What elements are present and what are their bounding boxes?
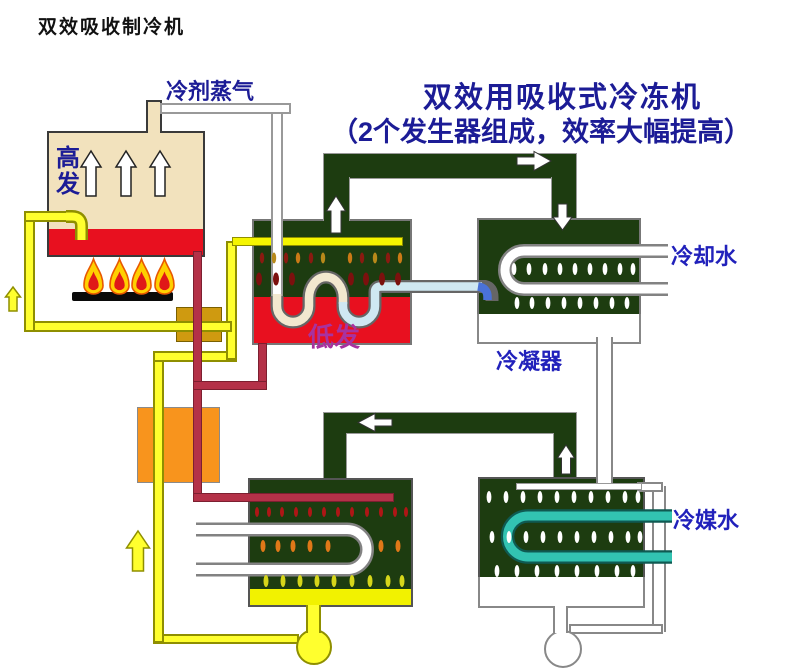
crimson-jog-pipe bbox=[193, 381, 267, 390]
flame-icon bbox=[154, 256, 175, 295]
crimson-main-downcomer bbox=[193, 251, 202, 500]
flame-icon bbox=[83, 256, 104, 295]
refrigerant-vapor-label: 冷剂蒸气 bbox=[166, 79, 255, 104]
absorber-solution-sump bbox=[250, 589, 411, 605]
flame-icon bbox=[109, 256, 130, 295]
cooling-water-label: 冷却水 bbox=[671, 244, 738, 269]
headline-line1: 双效用吸收式冷冻机 bbox=[422, 82, 702, 114]
evaporator-recirc-riser bbox=[652, 486, 666, 632]
headline-line2: （2个发生器组成，效率大幅提高） bbox=[330, 117, 751, 147]
top-vapor-duct bbox=[323, 153, 577, 179]
high-generator-hot-solution bbox=[49, 229, 203, 255]
crimson-absorber-spray-pipe bbox=[193, 493, 394, 502]
evaporator-shell bbox=[478, 477, 645, 579]
bottom-vapor-duct bbox=[323, 412, 577, 434]
yellow-left-riser-pipe bbox=[153, 351, 164, 643]
burner-bar bbox=[72, 292, 173, 301]
chilled-water-label: 冷媒水 bbox=[673, 508, 740, 533]
yellow-mid-riser-pipe bbox=[226, 241, 237, 360]
orange-heat-exchanger bbox=[137, 407, 220, 483]
high-generator-vapor-neck bbox=[146, 100, 162, 133]
evaporator-basin bbox=[478, 577, 645, 608]
low-generator-spray-bar bbox=[232, 237, 403, 246]
top-duct-right-neck bbox=[551, 177, 577, 220]
page-title: 双效吸收制冷机 bbox=[38, 17, 186, 38]
condenser-shell bbox=[477, 218, 641, 316]
evaporator-pump-discharge-pipe bbox=[569, 624, 663, 634]
top-duct-left-neck bbox=[323, 177, 350, 221]
up-arrow-icon bbox=[4, 285, 22, 312]
evaporator-pump-suction-neck bbox=[553, 606, 568, 633]
solution-pump-pipe bbox=[153, 634, 299, 644]
up-arrow-icon bbox=[125, 529, 151, 572]
flame-icon bbox=[131, 256, 152, 295]
vapor-pipe-horizontal bbox=[160, 103, 291, 114]
bottom-duct-right-neck bbox=[553, 433, 577, 478]
absorber-pump-suction-neck bbox=[306, 605, 321, 633]
bottom-duct-left-neck bbox=[323, 433, 347, 479]
high-generator-label: 高发 bbox=[56, 145, 80, 198]
condenser-label: 冷凝器 bbox=[496, 349, 563, 374]
low-generator-label: 低发 bbox=[308, 322, 361, 352]
evaporator-pump bbox=[544, 630, 582, 668]
condensate-drain-pipe bbox=[596, 337, 613, 487]
burner-flames bbox=[83, 256, 175, 295]
absorber-pump bbox=[296, 629, 332, 665]
condenser-basin bbox=[477, 314, 641, 344]
yellow-highgen-riser-pipe bbox=[24, 211, 35, 332]
yellow-highgen-top-pipe bbox=[24, 211, 70, 222]
evaporator-spray-header bbox=[516, 483, 642, 490]
vapor-pipe-vertical bbox=[271, 104, 283, 302]
